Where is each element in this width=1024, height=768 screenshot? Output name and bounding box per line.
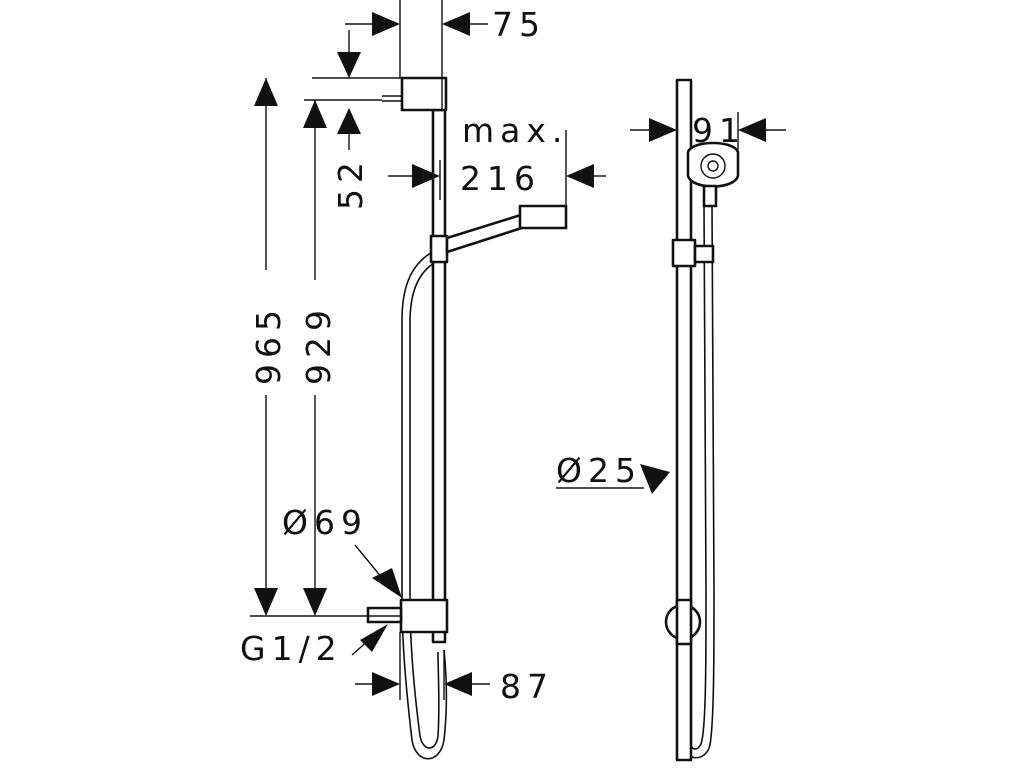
front-view [366, 76, 568, 760]
dim-87: 87 [500, 667, 554, 706]
front-hose [401, 249, 448, 760]
side-shower-head [686, 141, 740, 188]
dimension-lines [250, 0, 786, 700]
side-slider [671, 238, 697, 268]
dim-75: 75 [492, 5, 546, 44]
dim-91: 91 [692, 111, 746, 150]
side-view [664, 78, 740, 762]
dim-216: 216 [460, 159, 541, 198]
dim-965: 965 [249, 304, 288, 385]
dim-929: 929 [299, 304, 338, 385]
front-connector [366, 606, 403, 624]
front-shower-head [518, 204, 568, 230]
front-arm [445, 212, 530, 254]
side-rail [675, 78, 693, 762]
dimension-labels: 75 52 max. 216 965 929 Ø69 G1/2 87 91 Ø2… [240, 5, 746, 706]
dim-max: max. [462, 111, 568, 150]
dim-diameter-25: Ø25 [556, 451, 642, 490]
front-bottom-bracket [399, 598, 449, 634]
front-slider [429, 234, 449, 264]
dim-52: 52 [331, 156, 370, 210]
front-top-bracket [400, 76, 448, 112]
dim-thread: G1/2 [240, 629, 343, 668]
front-rail [431, 108, 447, 644]
dim-diameter-69: Ø69 [282, 503, 368, 542]
